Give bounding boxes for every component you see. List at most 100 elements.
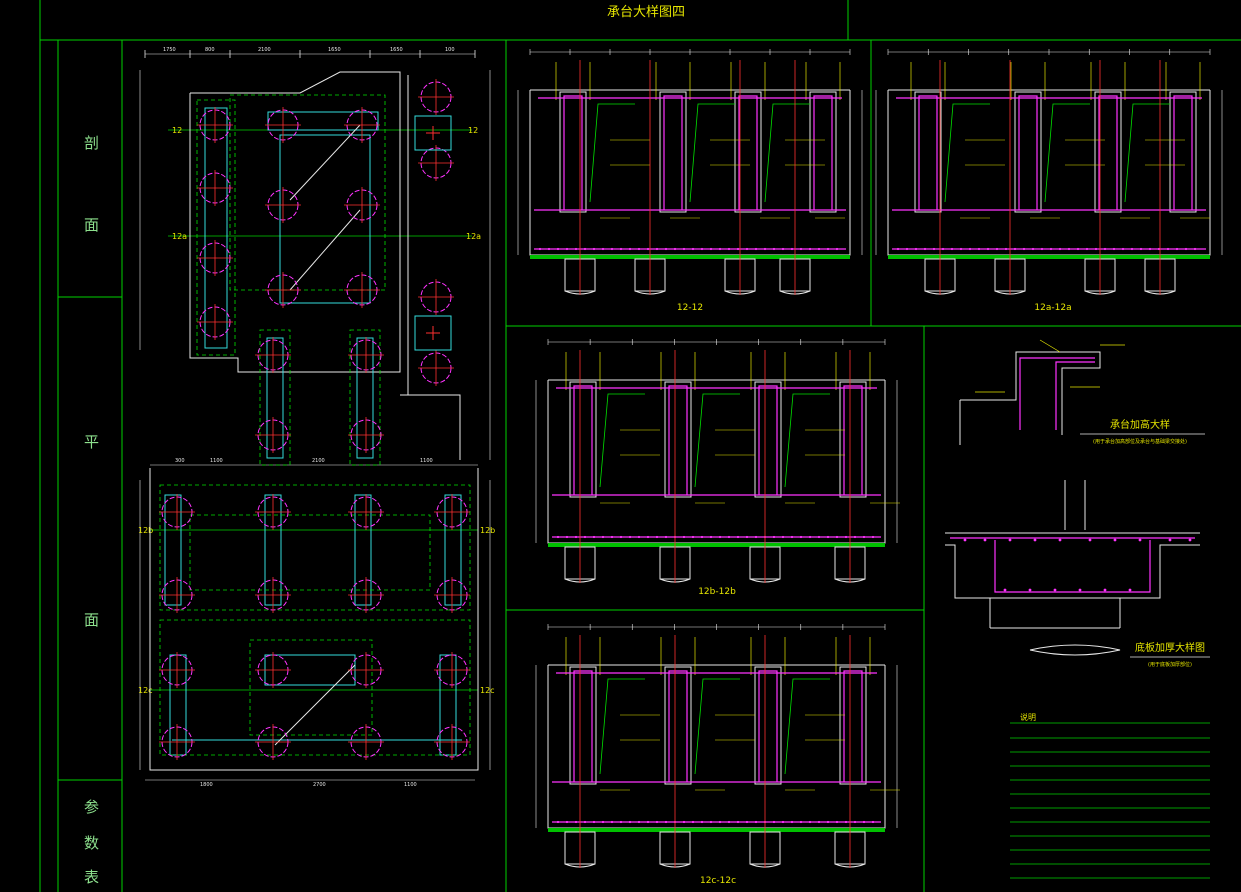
bottom-detail-title: 底板加厚大样图 xyxy=(1135,641,1205,654)
side-label-1: 剖 xyxy=(84,134,99,152)
plan-pile xyxy=(255,494,291,530)
section-wall xyxy=(655,62,691,213)
section-pile xyxy=(834,350,866,583)
axis-label-12-left: 12 xyxy=(172,126,182,135)
side-label-5: 参 xyxy=(84,798,99,816)
section-wall xyxy=(750,352,786,498)
svg-text:300: 300 xyxy=(175,458,185,464)
plan-square-pile xyxy=(414,115,452,151)
section-wall xyxy=(805,62,841,213)
plan-pile xyxy=(197,304,233,340)
section-wall xyxy=(565,352,601,498)
plan-pile xyxy=(344,107,380,143)
plan-pile xyxy=(348,724,384,760)
axis-label-12-right: 12 xyxy=(468,126,478,135)
section-wall xyxy=(750,637,786,785)
plan-pile xyxy=(348,494,384,530)
side-label-2: 面 xyxy=(84,216,99,234)
section-label-12a-12a: 12a-12a xyxy=(1034,303,1071,313)
section-pile xyxy=(779,60,811,295)
plan-pile xyxy=(265,187,301,223)
plan-pile xyxy=(255,417,291,453)
section-pile xyxy=(564,350,596,583)
section-wall xyxy=(660,637,696,785)
svg-text:100: 100 xyxy=(445,47,455,53)
axis-label-12b-right: 12b xyxy=(480,526,495,535)
plan-pile xyxy=(159,494,195,530)
plan-pile xyxy=(197,170,233,206)
section-wall xyxy=(1090,62,1126,213)
section-pile xyxy=(724,60,756,295)
plan-pile xyxy=(348,577,384,613)
plan-pile xyxy=(348,417,384,453)
plan-pile xyxy=(344,187,380,223)
section-12c-12c xyxy=(535,624,900,868)
section-pile xyxy=(564,635,596,868)
svg-text:2100: 2100 xyxy=(312,458,325,464)
svg-text:2100: 2100 xyxy=(258,47,271,53)
section-wall xyxy=(565,637,601,785)
section-wall xyxy=(1165,62,1201,213)
sheet-title: 承台大样图四 xyxy=(607,5,685,20)
plan-pile xyxy=(418,79,454,115)
bottom-detail-note: (用于底板加厚部位) xyxy=(1148,661,1192,668)
plan-pile xyxy=(348,652,384,688)
notes-title: 说明 xyxy=(1020,712,1036,722)
plan-pile xyxy=(159,724,195,760)
svg-text:1650: 1650 xyxy=(328,47,341,53)
plan-pile xyxy=(159,577,195,613)
svg-text:1100: 1100 xyxy=(404,782,417,788)
plan-pile xyxy=(197,107,233,143)
svg-text:800: 800 xyxy=(205,47,215,53)
plan-pile xyxy=(418,145,454,181)
section-pile xyxy=(994,60,1026,295)
corner-detail-title: 承台加高大样 xyxy=(1110,418,1170,431)
svg-text:1750: 1750 xyxy=(163,47,176,53)
plan-pile xyxy=(255,337,291,373)
plan-pile xyxy=(434,494,470,530)
section-wall xyxy=(910,62,946,213)
section-pile xyxy=(749,350,781,583)
section-12a-12a xyxy=(875,49,1223,295)
plan-pile xyxy=(159,652,195,688)
plan-pile xyxy=(255,577,291,613)
section-pile xyxy=(659,350,691,583)
bottom-thickening-detail: 底板加厚大样图 (用于底板加厚部位) xyxy=(945,480,1210,668)
axis-label-12c-right: 12c xyxy=(480,686,495,695)
section-pile xyxy=(1084,60,1116,295)
section-wall xyxy=(555,62,591,213)
plan-square-pile xyxy=(414,315,452,351)
side-labels: 剖 面 平 面 参 数 表 xyxy=(84,134,99,886)
section-12-12 xyxy=(517,49,863,295)
plan-pile-group xyxy=(159,79,470,760)
section-pile xyxy=(834,635,866,868)
section-pile xyxy=(564,60,596,295)
svg-text:1650: 1650 xyxy=(390,47,403,53)
axis-label-12b-left: 12b xyxy=(138,526,153,535)
side-label-6: 数 xyxy=(84,834,99,852)
corner-detail: 承台加高大样 (用于承台加高部位及承台与基础梁交接处) xyxy=(959,339,1205,445)
axis-label-12c-left: 12c xyxy=(138,686,153,695)
section-label-12c-12c: 12c-12c xyxy=(700,876,736,886)
plan-pile xyxy=(434,577,470,613)
section-pile xyxy=(634,60,666,295)
plan-pile xyxy=(265,107,301,143)
section-pile xyxy=(924,60,956,295)
section-pile xyxy=(1144,60,1176,295)
notes-block: 说明 xyxy=(1010,712,1210,879)
section-wall xyxy=(660,352,696,498)
sheet-frame xyxy=(39,0,1241,892)
section-wall xyxy=(835,352,871,498)
plan-pile xyxy=(255,724,291,760)
axis-label-12a-left: 12a xyxy=(172,232,187,241)
side-label-4: 面 xyxy=(84,611,99,629)
axis-label-12a-right: 12a xyxy=(466,232,481,241)
plan-pile xyxy=(344,272,380,308)
section-wall xyxy=(1010,62,1046,213)
corner-detail-note: (用于承台加高部位及承台与基础梁交接处) xyxy=(1093,438,1187,445)
plan-pile xyxy=(197,240,233,276)
plan-pile xyxy=(418,350,454,386)
svg-text:1100: 1100 xyxy=(210,458,223,464)
